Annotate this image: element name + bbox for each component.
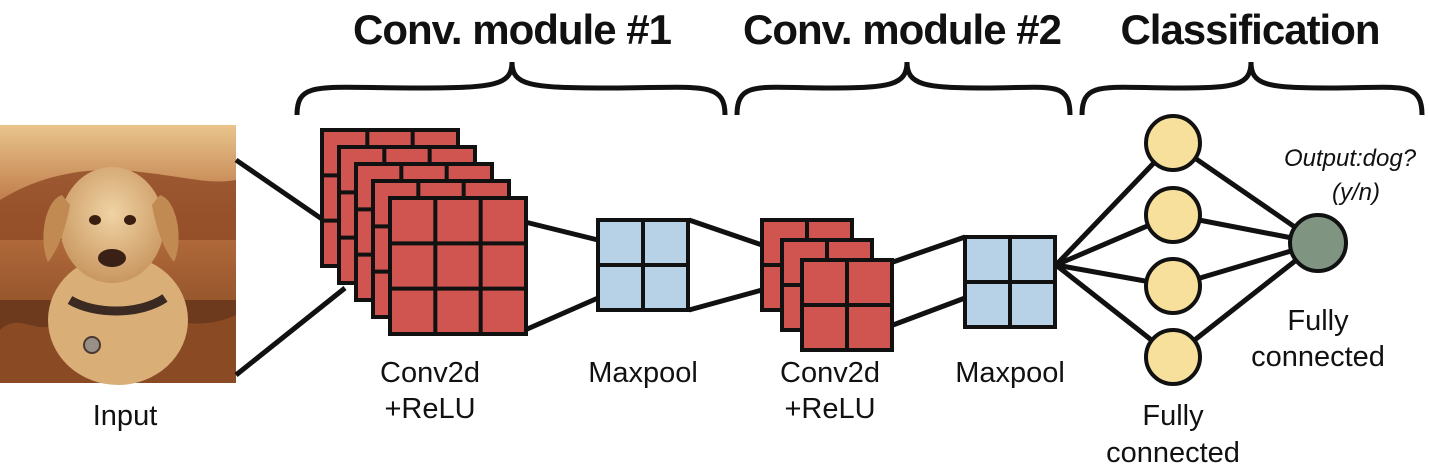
conv-module-2-title: Conv. module #2	[743, 6, 1061, 53]
input-image	[0, 125, 236, 385]
hidden-node-1	[1144, 114, 1202, 172]
output-node	[1288, 213, 1348, 273]
maxpool2-grid	[963, 235, 1057, 329]
hidden-node-3	[1144, 257, 1202, 315]
maxpool-1-label: Maxpool	[588, 357, 698, 389]
connector-conv1-pool1-top	[524, 219, 599, 243]
conv2d-relu-block-2	[760, 218, 894, 352]
hidden-node-2	[1144, 186, 1202, 244]
fc-output-label-line2: connected	[1251, 341, 1385, 373]
fc-hidden-label-line2: connected	[1106, 437, 1240, 469]
maxpool-block-1	[596, 218, 690, 312]
connector-conv2-pool2-top	[892, 234, 966, 265]
conv1-filter-5	[388, 196, 528, 336]
brace-classification	[1079, 61, 1425, 116]
conv2d-1-label-line2: +ReLU	[384, 393, 475, 425]
input-label: Input	[93, 400, 158, 432]
conv2d-2-label-line1: Conv2d	[780, 357, 880, 389]
edge-out-4	[1171, 241, 1320, 359]
output-label-line1: Output:dog?	[1284, 145, 1417, 172]
fc-edges	[1054, 140, 1320, 359]
connector-conv2-pool2-bottom	[892, 295, 966, 328]
fc-hidden-label-line1: Fully	[1142, 400, 1204, 432]
conv-module-1-title: Conv. module #1	[353, 6, 672, 53]
connector-input-bottom	[234, 286, 347, 377]
classification-title: Classification	[1120, 6, 1379, 53]
maxpool-block-2	[963, 235, 1057, 329]
connector-conv1-pool1-bottom	[523, 295, 600, 333]
brace-conv-module-1	[294, 61, 728, 116]
conv2d-2-label-line2: +ReLU	[784, 393, 875, 425]
conv2-filter-3	[800, 258, 894, 352]
hidden-node-4	[1144, 328, 1202, 386]
fc-output-label-line1: Fully	[1287, 305, 1349, 337]
maxpool1-grid	[596, 218, 690, 312]
connector-pool1-conv2-top	[688, 217, 763, 248]
brace-conv-module-2	[734, 61, 1073, 116]
fully-connected-network	[1054, 114, 1348, 386]
output-label-line2: (y/n)	[1332, 179, 1380, 206]
connector-input-top	[234, 157, 337, 231]
connector-pool1-conv2-bottom	[688, 287, 763, 313]
conv2d-relu-block-1	[320, 128, 528, 336]
conv2d-1-label-line1: Conv2d	[380, 357, 480, 389]
maxpool-2-label: Maxpool	[955, 357, 1065, 389]
